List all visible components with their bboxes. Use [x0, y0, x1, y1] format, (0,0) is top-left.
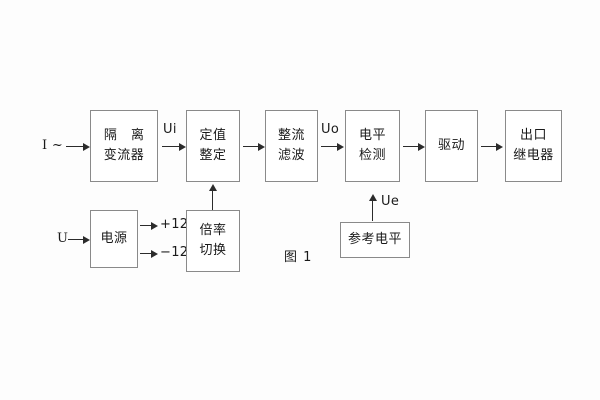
block-rectify-filter-line2: 滤波 [277, 148, 305, 163]
block-output-relay-line2: 继电器 [513, 148, 554, 163]
block-isolation-transformer: 隔 离 变流器 [90, 110, 158, 182]
block-level-detect: 电平 检测 [345, 110, 400, 182]
block-drive: 驱动 [425, 110, 478, 182]
connector-level-to-drive [403, 146, 418, 147]
block-drive-line1: 驱动 [437, 137, 465, 153]
arrowhead-setting-to-rectify [258, 143, 265, 151]
figure-caption: 图 1 [284, 250, 313, 265]
block-setting-value: 定值 整定 [186, 110, 240, 182]
connector-reference-to-level [372, 200, 373, 221]
arrowhead-power-negative-rail [151, 250, 158, 258]
arrowhead-input-to-power [83, 236, 90, 244]
block-power-supply-line1: 电源 [100, 230, 128, 246]
input-voltage-label: U [57, 231, 69, 246]
connector-drive-to-relay [481, 146, 496, 147]
signal-label-ue: Ue [381, 194, 400, 209]
block-isolation-transformer-line2: 变流器 [103, 148, 145, 163]
connector-setting-to-rectify [243, 146, 258, 147]
connector-power-negative-rail [140, 253, 153, 254]
input-current-label: I ~ [42, 138, 64, 153]
block-level-detect-line1: 电平 [358, 127, 386, 143]
arrowhead-reference-to-level [369, 194, 377, 201]
arrowhead-isolation-to-setting [179, 143, 186, 151]
block-reference-level-line1: 参考电平 [347, 231, 402, 247]
signal-label-ui: Ui [163, 122, 177, 137]
signal-label-uo: Uo [321, 122, 340, 137]
connector-multiplier-to-setting [212, 190, 213, 210]
connector-input-to-isolation [66, 146, 83, 147]
block-setting-value-line2: 整定 [199, 148, 227, 163]
block-power-supply: 电源 [90, 210, 138, 268]
block-output-relay: 出口 继电器 [505, 110, 562, 182]
block-rectify-filter: 整流 滤波 [265, 110, 318, 182]
connector-rectify-to-level [321, 146, 337, 147]
connector-isolation-to-setting [162, 146, 179, 147]
arrowhead-input-to-isolation [83, 143, 90, 151]
block-multiplier-switch-line2: 切换 [199, 243, 227, 258]
arrowhead-level-to-drive [418, 143, 425, 151]
arrowhead-power-positive-rail [151, 222, 158, 230]
block-level-detect-line2: 检测 [358, 148, 386, 163]
block-reference-level: 参考电平 [340, 222, 410, 258]
block-isolation-transformer-line1: 隔 离 [103, 127, 150, 143]
connector-input-to-power [68, 239, 83, 240]
arrowhead-drive-to-relay [496, 143, 503, 151]
block-multiplier-switch-line1: 倍率 [199, 222, 227, 238]
block-rectify-filter-line1: 整流 [277, 127, 305, 143]
block-output-relay-line1: 出口 [519, 127, 547, 143]
arrowhead-multiplier-to-setting [209, 184, 217, 191]
block-setting-value-line1: 定值 [199, 127, 227, 143]
connector-power-positive-rail [140, 225, 153, 226]
arrowhead-rectify-to-level [337, 143, 344, 151]
block-multiplier-switch: 倍率 切换 [186, 210, 240, 272]
